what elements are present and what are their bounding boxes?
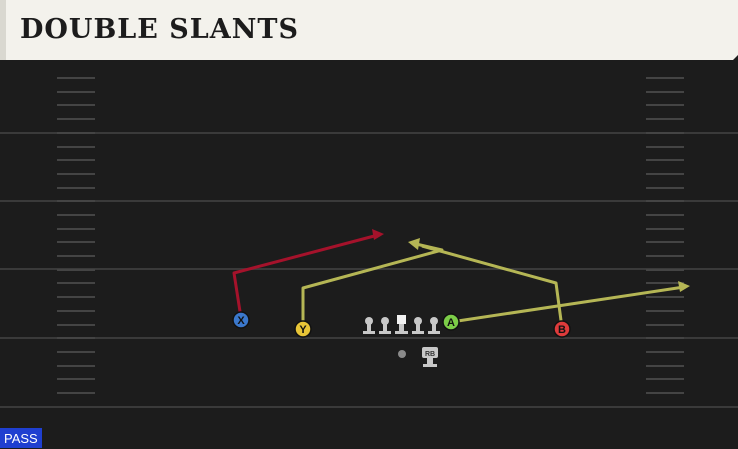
receiver-y-label: Y (299, 324, 307, 336)
route-y (301, 242, 444, 328)
receiver-x-icon (232, 311, 250, 329)
play-header: DOUBLE SLANTS (0, 0, 738, 60)
play-type-badge: PASS (0, 428, 42, 448)
receiver-a[interactable]: A (442, 313, 460, 331)
lineman-icon (428, 317, 440, 334)
hash-marks (57, 77, 684, 394)
lineman-icon (363, 317, 375, 334)
route-a (450, 285, 685, 324)
route-yb-arrowhead (408, 238, 420, 250)
receiver-a-icon (442, 313, 460, 331)
receiver-a-label: A (447, 317, 455, 329)
route-a-arrowhead (678, 281, 690, 292)
receiver-b-label: B (558, 324, 566, 336)
receiver-y[interactable]: Y (294, 320, 312, 338)
lineman-icon (379, 317, 391, 334)
route-b (421, 244, 564, 329)
header-accent-bar (0, 0, 6, 60)
lineman-icon (412, 317, 424, 334)
receiver-b[interactable]: B (553, 320, 571, 338)
center-icon (395, 315, 408, 334)
play-type-label: PASS (4, 431, 38, 446)
receiver-x-label: X (237, 315, 245, 327)
receiver-y-icon (294, 320, 312, 338)
route-x-arrowhead (372, 229, 384, 240)
rb-icon (422, 347, 438, 358)
play-title: DOUBLE SLANTS (20, 14, 299, 45)
play-diagram[interactable]: RB X Y A B (0, 64, 738, 448)
routes (232, 229, 690, 329)
running-back: RB (422, 347, 438, 367)
offensive-line (363, 315, 440, 334)
quarterback-dot (398, 350, 406, 358)
receiver-x[interactable]: X (232, 311, 250, 329)
receiver-b-icon (553, 320, 571, 338)
route-x (232, 233, 379, 319)
rb-label: RB (425, 351, 435, 358)
